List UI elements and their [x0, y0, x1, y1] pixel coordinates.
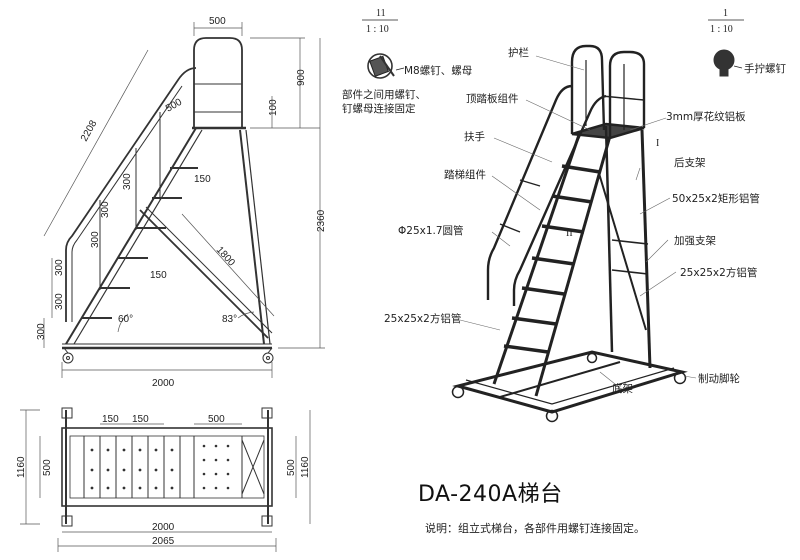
top-view-plan: [61, 407, 273, 527]
detail-scale-bars: [362, 19, 744, 71]
assembly-note: 说明：组立式梯台，各部件用螺钉连接固定。: [425, 522, 645, 535]
detail-left-scale-den: 1 : 10: [366, 24, 389, 35]
dim-inner-width: 500: [42, 459, 53, 476]
dim-length-inner: 2000: [152, 522, 175, 533]
detail-right-scale-den: 1 : 10: [710, 24, 733, 35]
dim-guard-step: 100: [268, 99, 279, 116]
product-title: DA-240A梯台: [418, 482, 563, 507]
side-view-dimension-lines: [43, 22, 325, 378]
callout-caster: 制动脚轮: [698, 372, 740, 385]
dim-length-outer: 2065: [152, 536, 175, 547]
dim-angle-b: 83°: [222, 314, 237, 325]
dim-right-outer: 1160: [300, 456, 311, 478]
callout-rect-tube: 50x25x2矩形铝管: [672, 192, 760, 205]
iso-ladder: [451, 44, 688, 423]
dim-handrail-length: 2208: [79, 118, 100, 143]
dim-step-spacing-3: 300: [54, 259, 65, 276]
dim-tread-b: 150: [132, 414, 149, 425]
dim-platform-depth: 500: [164, 97, 184, 115]
callout-round-tube: Φ25x1.7圆管: [398, 224, 464, 237]
detail-right-label: 手拧螺钉: [744, 62, 786, 75]
top-view-bolt-holes: [90, 444, 230, 490]
callout-guardrail: 护栏: [508, 46, 529, 59]
dim-right-width: 500: [286, 459, 297, 476]
dim-top-width: 500: [209, 16, 226, 27]
detail-left-scale-num: 11: [376, 8, 386, 19]
marker-ii: II: [566, 228, 573, 239]
callout-leader-lines: [459, 55, 697, 389]
callout-sq-tube-right: 25x25x2方铝管: [680, 266, 757, 279]
dim-angle-a: 60°: [118, 314, 133, 325]
marker-i: I: [656, 138, 659, 149]
dim-total-height: 2360: [316, 209, 327, 232]
dim-step-offset-b: 150: [194, 174, 211, 185]
callout-step-assy: 踏梯组件: [444, 168, 486, 181]
detail-left-desc-1: 部件之间用螺钉、: [342, 88, 426, 101]
dim-tread-a: 150: [102, 414, 119, 425]
dim-step-spacing-1: 300: [36, 323, 47, 340]
dim-outer-width: 1160: [16, 456, 27, 478]
callout-sq-tube-left: 25x25x2方铝管: [384, 312, 461, 325]
callout-base: 底架: [612, 382, 633, 395]
dim-platform: 500: [208, 414, 225, 425]
callout-handrail: 扶手: [464, 130, 485, 143]
dim-step-spacing-6: 300: [122, 173, 133, 190]
dim-diagonal: 1800: [214, 245, 237, 269]
detail-right-scale-num: 1: [723, 8, 728, 19]
dim-guard-height: 900: [296, 69, 307, 86]
callout-rear-frame: 后支架: [674, 157, 706, 169]
callout-top-tread: 顶踏板组件: [466, 92, 519, 105]
detail-left-label: M8螺钉、螺母: [404, 65, 472, 77]
callout-plate: 3mm厚花纹铝板: [666, 110, 746, 123]
detail-thumb-screw: [713, 49, 735, 77]
dim-base-length: 2000: [152, 378, 175, 389]
dim-step-spacing-2: 300: [54, 293, 65, 310]
callout-brace: 加强支架: [674, 235, 716, 247]
dim-step-spacing-5: 300: [100, 201, 111, 218]
side-view-ladder: [62, 37, 274, 364]
dim-step-spacing-4: 300: [90, 231, 101, 248]
detail-bolt-nut: [367, 53, 395, 79]
dim-step-offset-a: 150: [150, 270, 167, 281]
detail-left-desc-2: 钉螺母连接固定: [342, 102, 416, 115]
top-view-dimension-lines: [20, 409, 311, 552]
